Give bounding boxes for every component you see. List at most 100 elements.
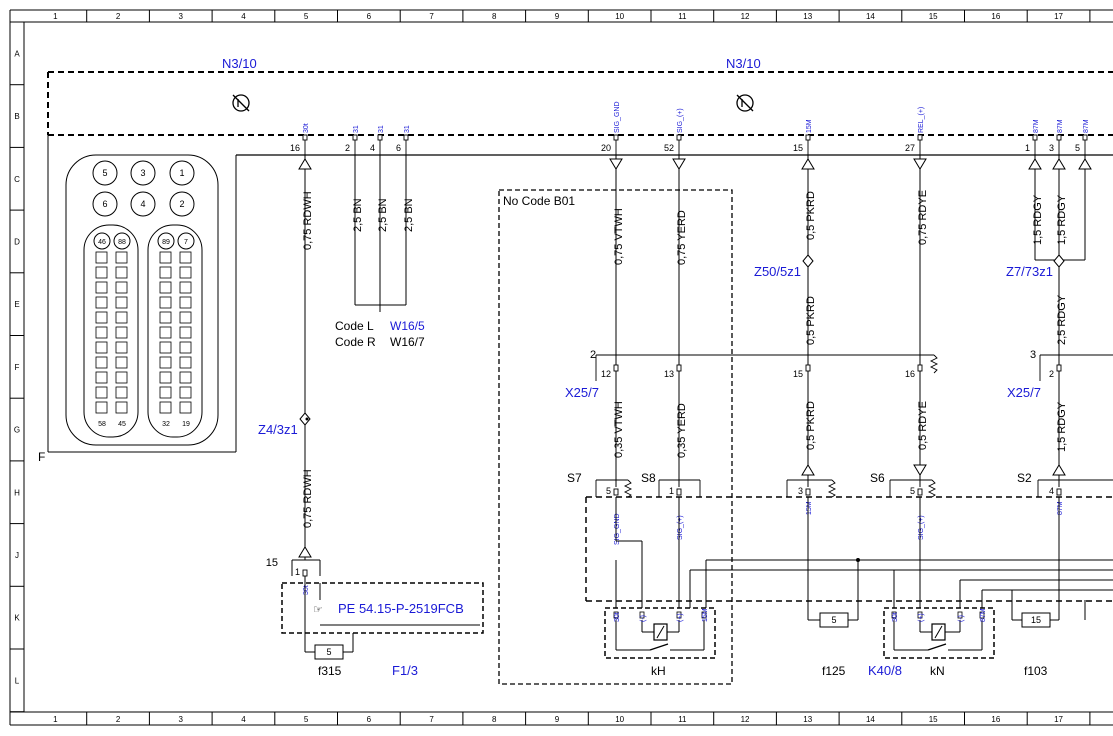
n3-10-module: [47, 71, 1113, 136]
signal-label: 15M: [806, 119, 813, 133]
splice-icon: [299, 254, 1065, 426]
column-label: 1: [53, 715, 58, 724]
w16-5-label: W16/5: [390, 319, 425, 333]
x25-7-pins: [613, 364, 1062, 372]
s2-label: S2: [1017, 471, 1032, 485]
relay-pin-label: 15M: [702, 608, 709, 622]
column-label: 14: [866, 12, 875, 21]
connector-pin-label: 2: [179, 199, 184, 209]
wire-label: 1,5 RDGY: [1056, 194, 1068, 245]
switch-connectors: [595, 479, 1113, 498]
wire-label: 0,5 PKRD: [805, 296, 817, 345]
column-label: 6: [367, 12, 372, 21]
pe-reference-link[interactable]: PE 54.15-P-2519FCB: [338, 601, 464, 616]
signal-label: 31: [378, 125, 385, 133]
column-label: 4: [241, 715, 246, 724]
relay-pin-label: (-): [958, 615, 965, 622]
row-label: E: [14, 300, 19, 309]
column-label: 13: [803, 715, 812, 724]
no-code-b01-box: [498, 189, 733, 685]
connector-pin-label: 1: [179, 168, 184, 178]
s8-label: S8: [641, 471, 656, 485]
wire-label: 1,5 RDGY: [1032, 194, 1044, 245]
s7-label: S7: [567, 471, 582, 485]
x25-7-connector: [595, 354, 1113, 381]
connector-pin-label: 46: [98, 239, 106, 246]
row-label: G: [14, 426, 20, 435]
row-label: L: [15, 676, 20, 685]
kn-label: kN: [930, 664, 945, 678]
connector-pin-number: 1: [295, 567, 300, 577]
module-pins: [302, 134, 1088, 155]
wire-label: 0,5 PKRD: [805, 191, 817, 240]
column-label: 15: [929, 12, 938, 21]
fuse-rating: 15: [1031, 615, 1041, 625]
column-label: 17: [1054, 12, 1063, 21]
connector-pin-grid: [95, 251, 192, 414]
wire-label: 1,5 RDGY: [1056, 401, 1068, 452]
connector-pin-label: 19: [182, 421, 190, 428]
f315-label: f315: [318, 664, 342, 678]
column-label: 9: [555, 715, 560, 724]
signal-label: 87M: [1033, 119, 1040, 133]
w16-7-label: W16/7: [390, 335, 425, 349]
f103-label: f103: [1024, 664, 1048, 678]
column-label: 3: [179, 12, 184, 21]
pin-number: 3: [1049, 143, 1054, 153]
column-label: 2: [116, 715, 121, 724]
column-label: 15: [929, 715, 938, 724]
row-label: K: [14, 614, 20, 623]
connector-pin-label: 7: [184, 239, 188, 246]
relay-pin-label: 30t: [614, 612, 621, 622]
signal-label: 30t: [303, 585, 310, 595]
no-code-b01-label: No Code B01: [503, 194, 575, 208]
signal-label: 87M: [1057, 501, 1064, 515]
splice-z4-3z1-label: Z4/3z1: [258, 422, 298, 437]
signal-label: 31: [404, 125, 411, 133]
column-label: 12: [741, 12, 750, 21]
column-label: 4: [241, 12, 246, 21]
row-label: D: [14, 237, 20, 246]
connector-number: 15: [266, 557, 278, 569]
wire-label: 2,5 BN: [352, 198, 364, 232]
reference-hand-icon: ☞: [313, 604, 323, 616]
relay-pin-label: 30t: [892, 612, 899, 622]
fuse-icon: [1012, 612, 1059, 628]
n3-10-label-left: N3/10: [222, 56, 257, 71]
pin-number: 1: [1025, 143, 1030, 153]
connector-pin-label: 32: [162, 421, 170, 428]
n3-10-label-right: N3/10: [726, 56, 761, 71]
f125-label: f125: [822, 664, 846, 678]
wire-label: 0,5 RDYE: [917, 401, 929, 450]
x25-pin-number: 13: [664, 369, 674, 379]
internal-wires: [615, 497, 1113, 620]
wire-label: 0,35 YERD: [676, 403, 688, 458]
column-label: 9: [555, 12, 560, 21]
column-label: 16: [991, 12, 1000, 21]
s6-label: S6: [870, 471, 885, 485]
grid-frame: [9, 9, 1113, 726]
switch-pins: [302, 488, 1062, 577]
row-label: C: [14, 175, 20, 184]
wire-label: 0,5 PKRD: [805, 401, 817, 450]
signal-label: SIG_(+): [677, 515, 684, 540]
wire-label: 2,5 BN: [377, 198, 389, 232]
signal-label: 87M: [1083, 119, 1090, 133]
signal-label: SIG_GND: [614, 101, 621, 133]
code-r-label: Code R: [335, 335, 376, 349]
relay-pin-label: (+): [677, 613, 684, 622]
pin-number: 6: [396, 143, 401, 153]
pin-number: 20: [601, 143, 611, 153]
column-label: 3: [179, 715, 184, 724]
f1-3-box: [281, 559, 484, 660]
pin-number: 16: [290, 143, 300, 153]
column-label: 2: [116, 12, 121, 21]
column-label: 13: [803, 12, 812, 21]
wire-label: 0,35 VTWH: [613, 401, 625, 458]
column-label: 16: [991, 715, 1000, 724]
signal-label: SIG_(+): [677, 108, 684, 133]
pin-number: 27: [905, 143, 915, 153]
connector-pin-label: 3: [140, 168, 145, 178]
fuse-icon: [808, 612, 858, 628]
